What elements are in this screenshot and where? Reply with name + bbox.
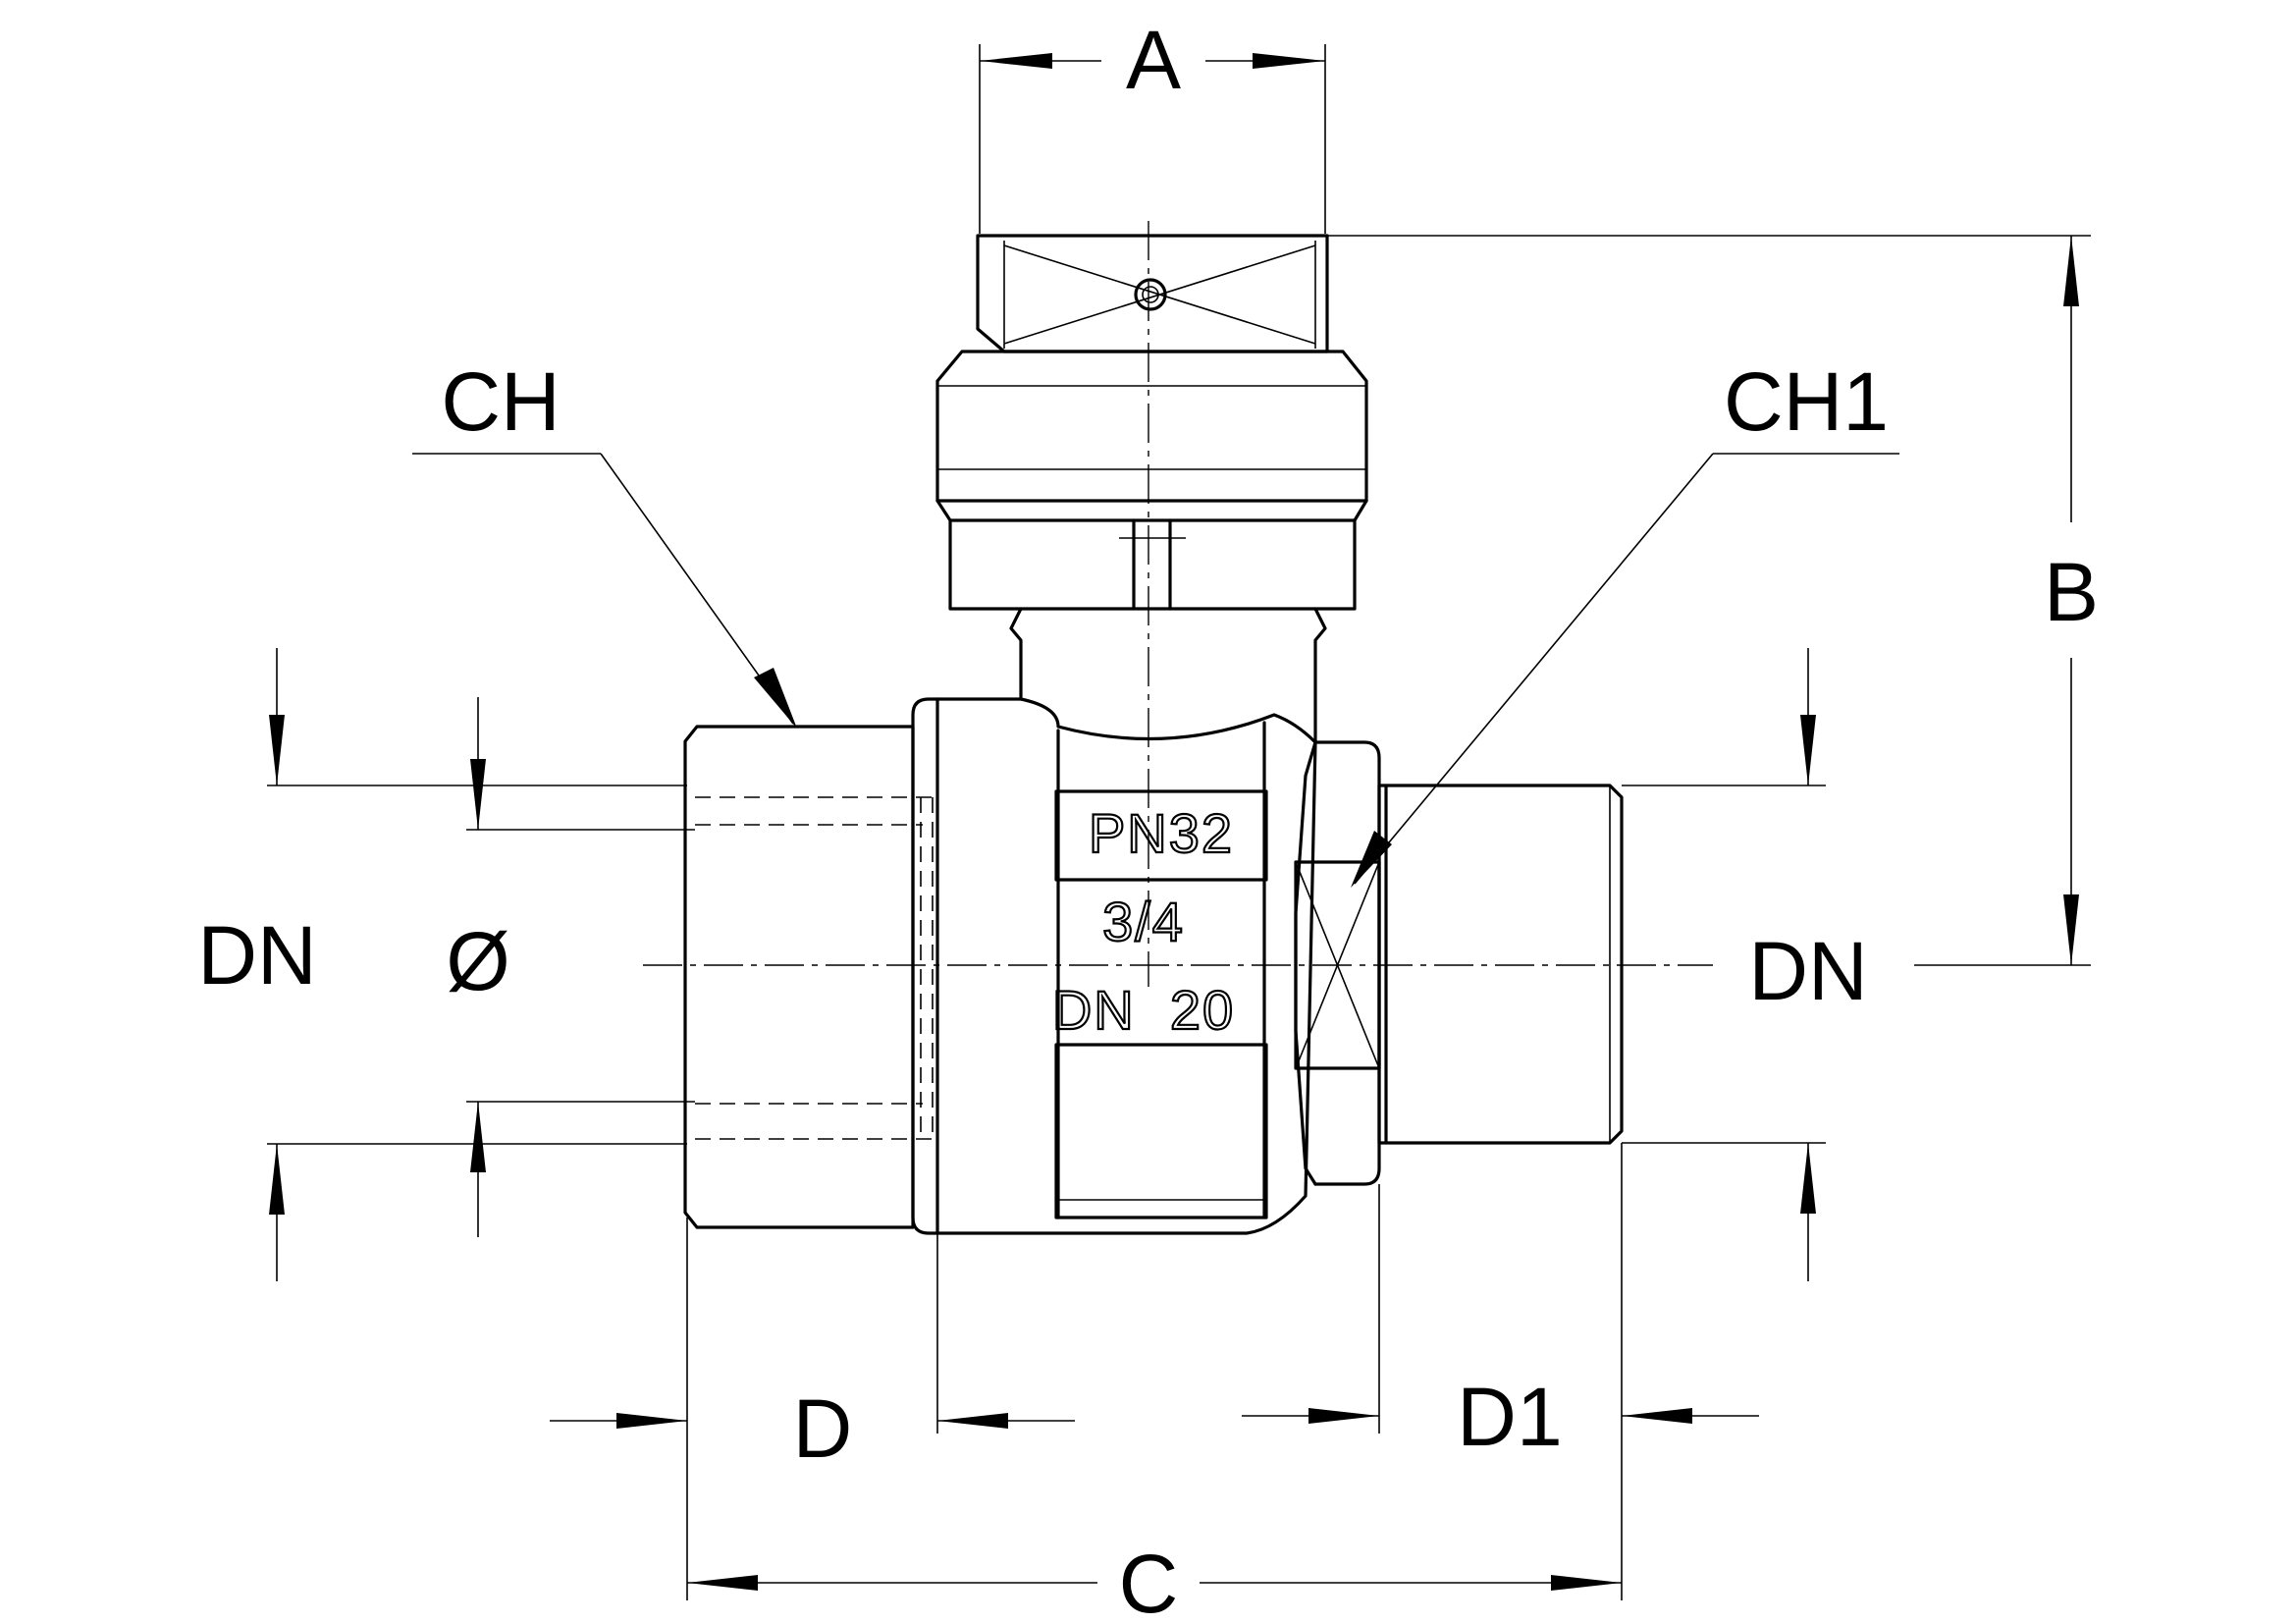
dimension-c: C (686, 1143, 1623, 1624)
right-male-end (1377, 784, 1624, 1145)
dimension-a: A (979, 14, 1326, 234)
body-markings: PN32 3/4 DN 20 (1051, 801, 1235, 1042)
bonnet-hex (935, 499, 1368, 611)
dimension-a-label: A (1126, 14, 1181, 106)
dimension-d: D (550, 1233, 1075, 1475)
dimension-diameter: Ø (446, 697, 695, 1237)
leader-ch1-label: CH1 (1724, 355, 1889, 448)
size-marking: 3/4 (1102, 891, 1185, 952)
dimension-d1: D1 (1242, 1184, 1759, 1463)
leader-ch-label: CH (441, 355, 560, 448)
dimension-diameter-label: Ø (446, 915, 509, 1007)
dimension-c-label: C (1119, 1538, 1179, 1624)
nominal-marking: DN 20 (1052, 979, 1235, 1041)
left-female-end (683, 725, 940, 1229)
valve-body (911, 697, 1317, 1235)
leader-ch: CH (412, 355, 797, 729)
pressure-marking: PN32 (1089, 802, 1234, 864)
dimension-dn-left: DN (197, 648, 687, 1281)
handle-screw-icon (1134, 278, 1167, 311)
dimension-dn-right-label: DN (1748, 925, 1867, 1017)
valve-handle (976, 234, 1329, 353)
dimension-dn-right: DN (1622, 648, 1868, 1281)
dimension-b: B (1327, 235, 2099, 966)
stem-neck (1009, 607, 1327, 744)
leader-ch1: CH1 (1351, 355, 1899, 888)
center-lines (643, 221, 1713, 987)
dimension-b-label: B (2044, 546, 2099, 638)
cap-nut (935, 350, 1368, 503)
dimension-d-label: D (793, 1382, 853, 1475)
dimension-dn-left-label: DN (197, 909, 316, 1001)
dimension-d1-label: D1 (1457, 1371, 1562, 1463)
